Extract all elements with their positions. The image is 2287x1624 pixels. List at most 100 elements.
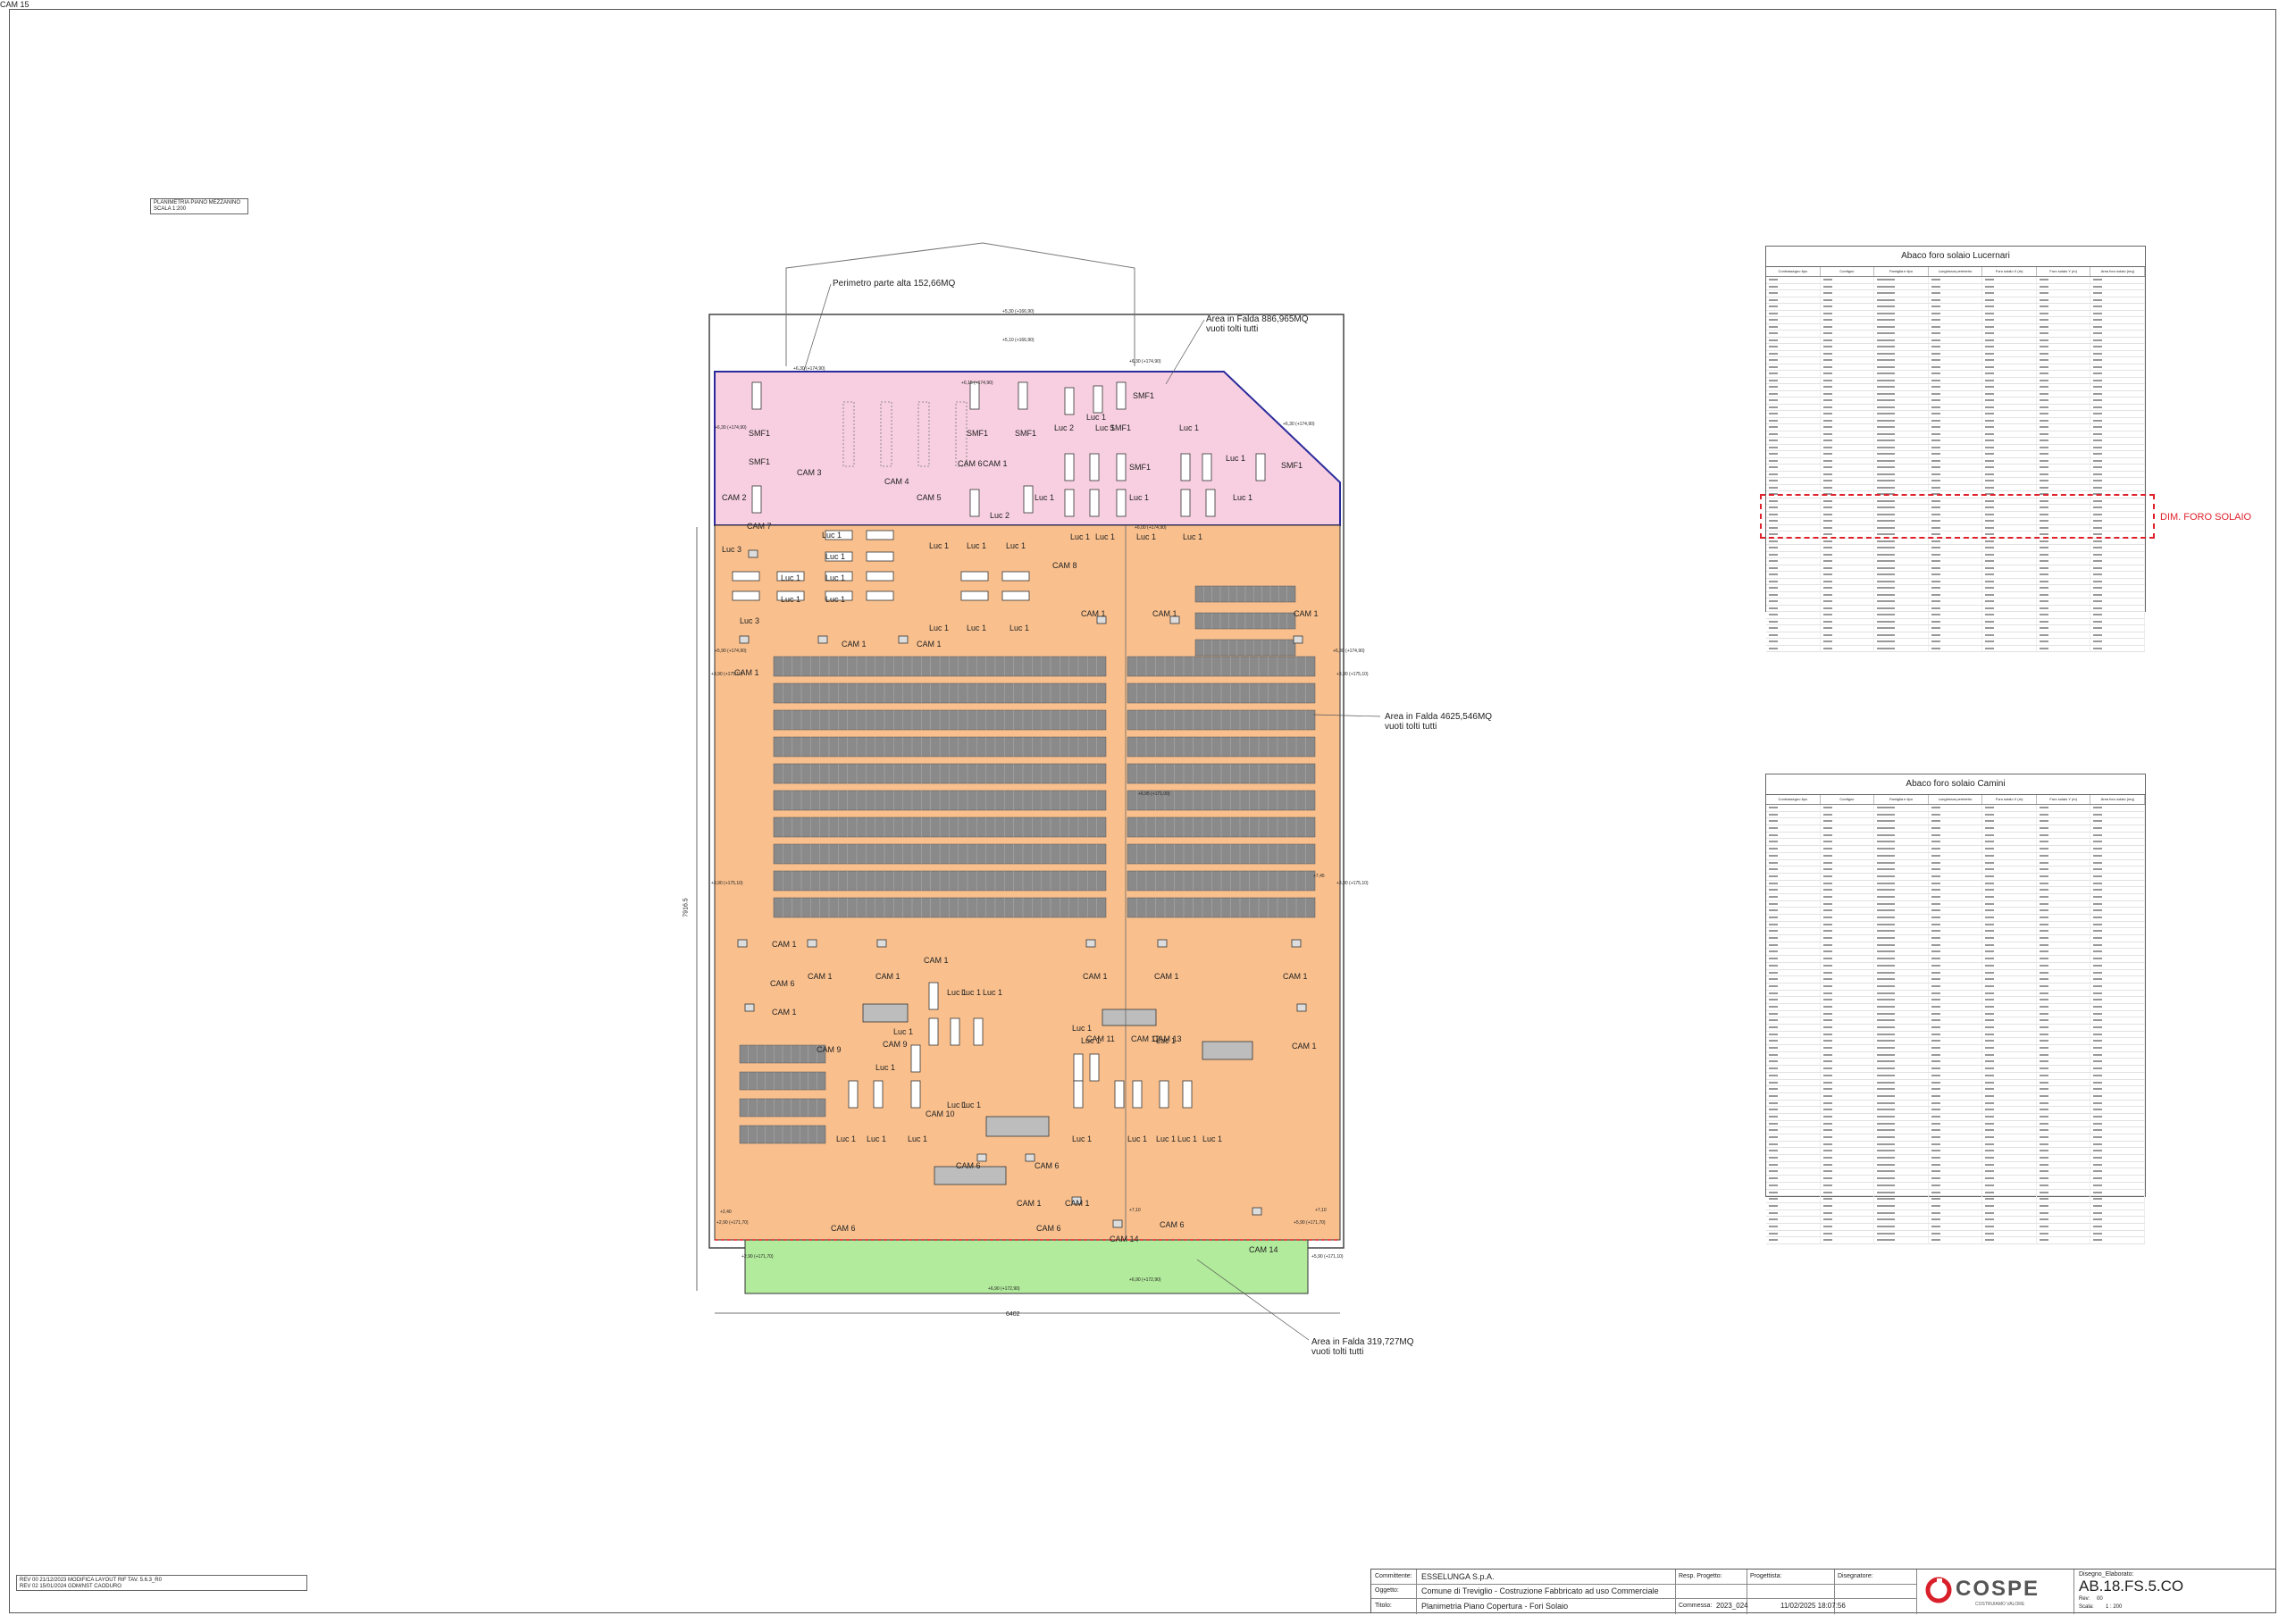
schedule-row bbox=[1766, 1223, 2146, 1231]
plan-label-48: CAM 1 bbox=[734, 668, 759, 677]
plan-label-45: CAM 1 bbox=[1081, 609, 1106, 618]
schedule-camini-rows bbox=[1766, 805, 2146, 1244]
plan-label-59: Luc 1 bbox=[947, 988, 968, 997]
plan-label-76: Luc 1 bbox=[1127, 1134, 1148, 1143]
skylight-unit-32 bbox=[1132, 1080, 1143, 1109]
skylight-unit-18 bbox=[1180, 489, 1191, 517]
titolo-value: Planimetria Piano Copertura - Fori Solai… bbox=[1421, 1602, 1569, 1611]
schedule-row bbox=[1766, 625, 2146, 632]
plan-label-26: Luc 3 bbox=[740, 616, 760, 625]
schedule-column-3: Lunghezza perimetro bbox=[1929, 267, 1983, 276]
chimney-unit-12 bbox=[1291, 939, 1302, 948]
plan-label-79: Luc 1 bbox=[1202, 1134, 1223, 1143]
plan-label-37: Luc 1 bbox=[967, 624, 987, 632]
skylight-unit-1 bbox=[969, 381, 980, 410]
plan-label-69: Luc 1 bbox=[1072, 1024, 1093, 1033]
skylight-h-7 bbox=[866, 571, 894, 582]
schedule-row bbox=[1766, 398, 2146, 405]
plan-label-40: Luc 1 bbox=[1070, 532, 1091, 541]
schedule-column-6: Area foro solaio (mq) bbox=[2090, 795, 2146, 804]
callout-leader-0 bbox=[803, 283, 832, 372]
plan-label-83: CAM 6 bbox=[956, 1161, 981, 1170]
skylight-h-9 bbox=[776, 590, 805, 601]
skylight-unit-30 bbox=[1073, 1080, 1084, 1109]
schedule-row bbox=[1766, 1017, 2146, 1025]
schedule-row bbox=[1766, 1182, 2146, 1190]
chimney-unit-8 bbox=[807, 939, 817, 948]
level-mark-14: +7,45 bbox=[1313, 874, 1325, 879]
schedule-row bbox=[1766, 983, 2146, 991]
skylight-unit-23 bbox=[973, 1017, 984, 1046]
plan-label-49: CAM 1 bbox=[772, 940, 797, 949]
plan-label-15: Luc 1 bbox=[1095, 423, 1116, 432]
schedule-row bbox=[1766, 956, 2146, 963]
schedule-column-1: Contiguo bbox=[1821, 795, 1875, 804]
schedule-row bbox=[1766, 612, 2146, 619]
chimney-unit-18 bbox=[1112, 1219, 1123, 1228]
schedule-row bbox=[1766, 457, 2146, 465]
plan-label-11: Luc 2 bbox=[1054, 423, 1075, 432]
schedule-row bbox=[1766, 1168, 2146, 1176]
schedule-row bbox=[1766, 317, 2146, 324]
level-mark-15: +6,95 (+171,00) bbox=[1138, 791, 1170, 797]
skylight-unit-13 bbox=[969, 489, 980, 517]
level-mark-24: +7,10 bbox=[1129, 1208, 1141, 1213]
level-mark-4: +6,30 (+174,90) bbox=[1129, 359, 1161, 364]
skylight-unit-20 bbox=[928, 982, 939, 1010]
plan-label-57: CAM 1 bbox=[772, 1008, 797, 1017]
schedule-row bbox=[1766, 639, 2146, 646]
schedule-row bbox=[1766, 1120, 2146, 1128]
plan-label-53: CAM 1 bbox=[1154, 972, 1179, 981]
schedule-row bbox=[1766, 357, 2146, 364]
schedule-row bbox=[1766, 1010, 2146, 1018]
schedule-row bbox=[1766, 390, 2146, 398]
resp-progetto-label: Resp. Progetto: bbox=[1679, 1573, 1722, 1579]
level-mark-5: +6,30 (+174,90) bbox=[1283, 422, 1315, 427]
perimetro-outline bbox=[785, 242, 1135, 366]
schedule-row bbox=[1766, 1086, 2146, 1093]
print-timestamp: 11/02/2025 18:07:56 bbox=[1780, 1602, 1846, 1610]
schedule-lucernari-title: Abaco foro solaio Lucernari bbox=[1766, 247, 2145, 267]
chimney-unit-10 bbox=[1085, 939, 1096, 948]
plan-label-64: CAM 9 bbox=[883, 1040, 908, 1049]
level-mark-11: +3,90 (+175,10) bbox=[1336, 672, 1369, 677]
schedule-row bbox=[1766, 1141, 2146, 1149]
plan-label-43: CAM 1 bbox=[842, 640, 867, 649]
caption-line-1: PLANIMETRIA PIANO MEZZANINO bbox=[154, 200, 241, 205]
plan-label-13: SMF1 bbox=[1110, 423, 1132, 432]
plan-label-50: CAM 1 bbox=[808, 972, 833, 981]
skylight-h-10 bbox=[825, 590, 853, 601]
skylight-unit-15 bbox=[1064, 489, 1075, 517]
plan-label-34: Luc 1 bbox=[967, 541, 987, 550]
skylight-h-3 bbox=[866, 551, 894, 562]
schedule-row bbox=[1766, 404, 2146, 411]
schedule-column-4: Foro solaio X (m) bbox=[1982, 267, 2037, 276]
skylight-unit-21 bbox=[928, 1017, 939, 1046]
committente-label: Committente: bbox=[1375, 1573, 1412, 1579]
schedule-row bbox=[1766, 839, 2146, 847]
plan-label-90: CAM 14 bbox=[1110, 1235, 1139, 1243]
skylight-unit-11 bbox=[1255, 453, 1266, 481]
chimney-unit-19 bbox=[1252, 1207, 1262, 1216]
plan-label-27: Luc 1 bbox=[822, 531, 842, 540]
schedule-row bbox=[1766, 645, 2146, 652]
schedule-row bbox=[1766, 1127, 2146, 1134]
schedule-column-2: Famiglia e tipo bbox=[1874, 795, 1929, 804]
schedule-row bbox=[1766, 1025, 2146, 1032]
disegno-label: Disegno_Elaborato: bbox=[2079, 1571, 2134, 1578]
skylight-h-13 bbox=[1001, 571, 1030, 582]
schedule-row bbox=[1766, 337, 2146, 344]
skylight-unit-28 bbox=[1073, 1053, 1084, 1082]
plan-label-88: CAM 6 bbox=[1036, 1224, 1061, 1233]
plan-label-54: CAM 1 bbox=[1283, 972, 1308, 981]
plan-label-61: Luc 1 bbox=[983, 988, 1003, 997]
schedule-row bbox=[1766, 852, 2146, 860]
skylight-h-11 bbox=[866, 590, 894, 601]
schedule-row bbox=[1766, 969, 2146, 977]
skylight-unit-4 bbox=[1093, 385, 1103, 414]
logo-subtitle: COSTRUIAMO VALORE bbox=[1975, 1602, 2025, 1607]
schedule-row bbox=[1766, 524, 2146, 532]
